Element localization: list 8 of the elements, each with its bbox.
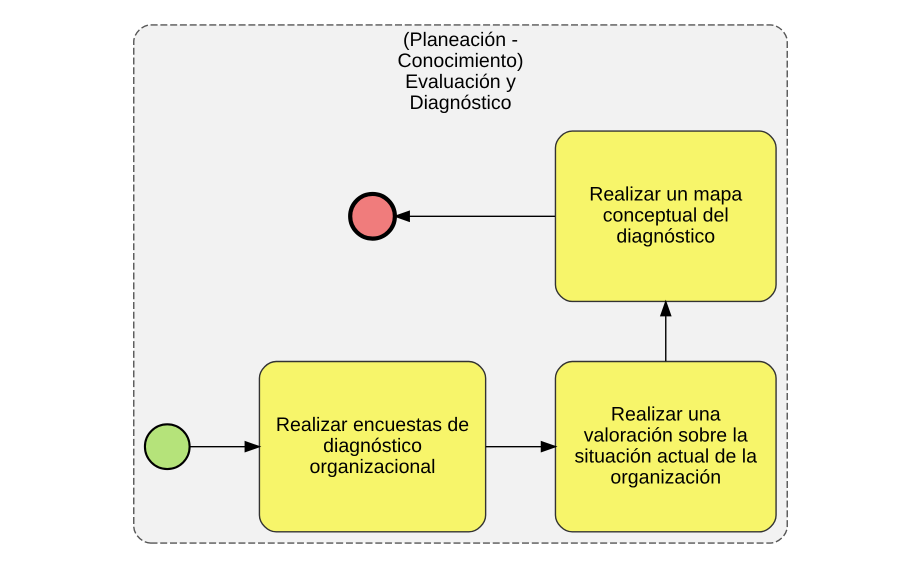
arrow [189, 440, 261, 453]
node-box: Realizar encuestas de diagnóstico organizacional [258, 360, 486, 533]
node-box: Realizar una valoración sobre la situación actual de la organización [554, 360, 776, 533]
arrow [485, 440, 558, 453]
node-circle [348, 192, 396, 241]
node-circle [143, 423, 190, 470]
arrow [659, 300, 672, 362]
node-box: Realizar un mapa conceptual del diagnóstico [554, 130, 776, 302]
